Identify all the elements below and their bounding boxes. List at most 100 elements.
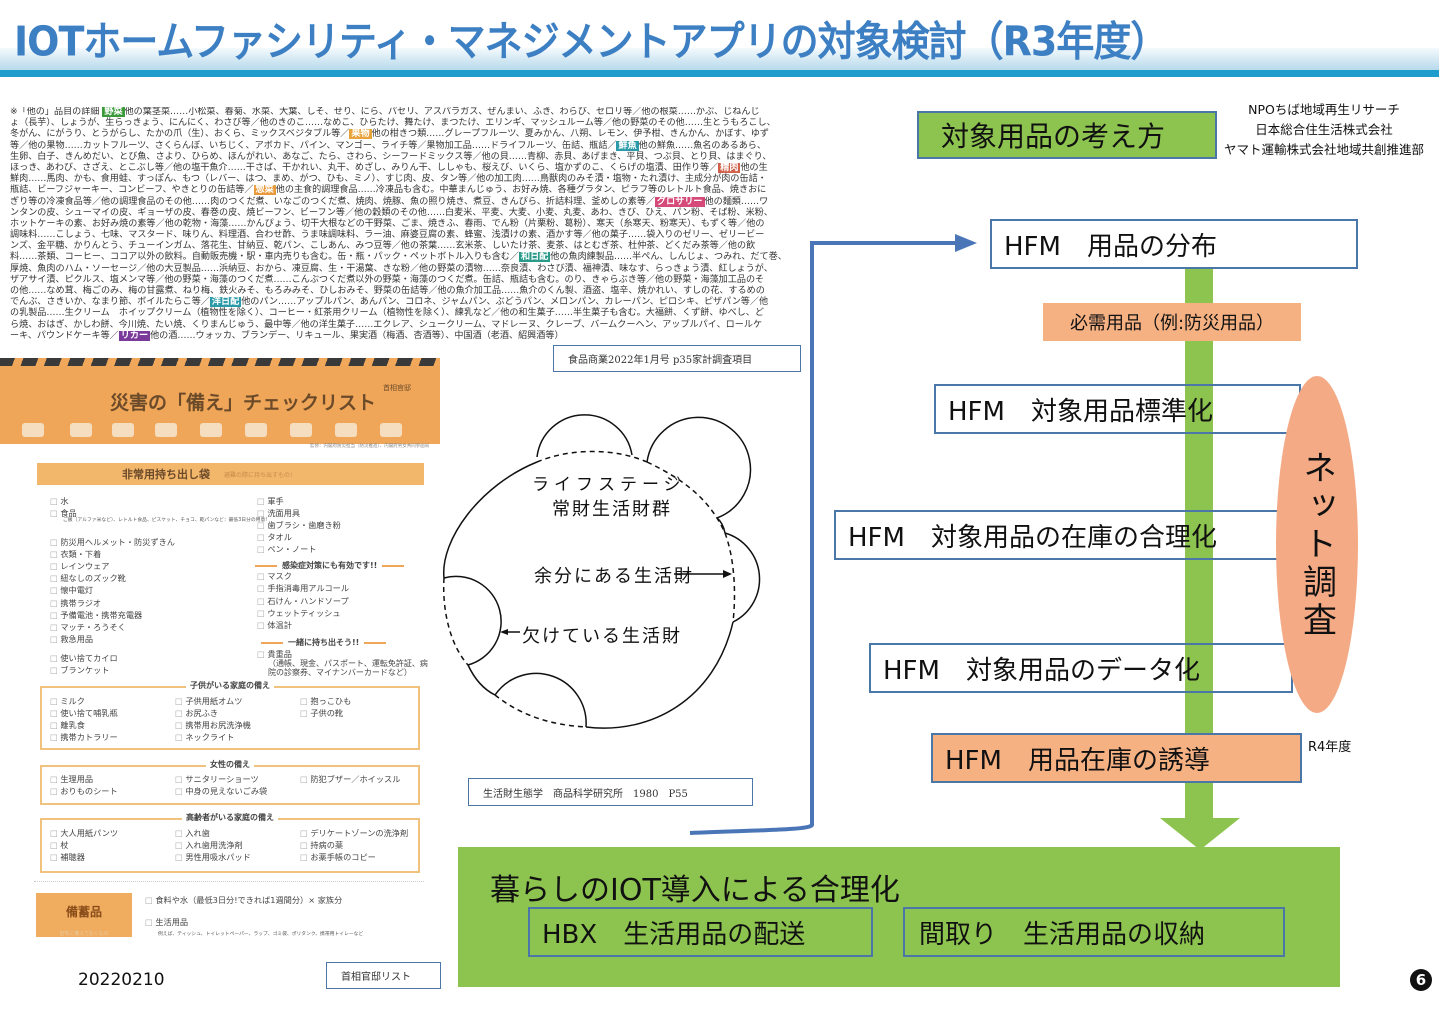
necessities-box: 必需用品（例:防災用品） xyxy=(1043,303,1301,341)
article-text: でんぶ、さきいか、なまり節、ボイルたらこ等／ xyxy=(10,297,210,308)
article-text: 生卵、白子、きんめだい、とび魚、さより、ひらめ、ほんがれい、あなご、たら、さわら… xyxy=(10,151,772,162)
checklist-item: 使い捨て哺乳瓶 xyxy=(50,708,117,718)
checklist-item: 防犯ブザー／ホイッスル xyxy=(300,774,400,784)
checklist-item: 手指消毒用アルコール xyxy=(257,583,349,593)
checklist-header: 災害の「備え」チェックリスト 首相官邸 xyxy=(0,366,440,444)
category-tag: 精肉 xyxy=(718,162,741,173)
article-text: の乳製品……生クリーム ホイップクリーム（植物性を除く）、コーヒー・紅茶用クリー… xyxy=(10,308,764,319)
org-name: 日本総合住生活株式会社 xyxy=(1255,122,1393,137)
emergency-bag-title: 非常用持ち出し袋 xyxy=(122,468,210,481)
item-illustration-icon xyxy=(155,423,177,437)
infection-heading: 感染症対策にも有効です!! xyxy=(250,560,409,571)
checklist-item: 入れ歯 xyxy=(175,828,210,838)
checklist-item: ミルク xyxy=(50,696,85,706)
category-tag: 和日配 xyxy=(518,252,551,263)
article-line: 厚焼、魚肉のハム・ソーセージ／他の大豆製品……浜納豆、おから、凍豆腐、生・干湯葉… xyxy=(10,264,838,275)
hbx-box: HBX 生活用品の配送 xyxy=(528,907,873,957)
checklist-item: ブランケット xyxy=(50,665,109,675)
checklist-item: 中身の見えないごみ袋 xyxy=(175,786,267,796)
category-tag: 惣菜 xyxy=(253,185,276,196)
checklist-item: 食品 xyxy=(50,508,76,518)
article-text: ※「他の」品目の詳細 xyxy=(10,107,103,117)
date: 20220210 xyxy=(78,970,165,990)
checklist-item: おりものシート xyxy=(50,786,117,796)
article-line: ら焼、おはぎ、かしわ餅、今川焼、たい焼、くりまんじゅう、最中等／他の洋生菓子……… xyxy=(10,320,838,331)
publisher-logo: 首相官邸 xyxy=(383,384,411,392)
article-text: 他の麺類……ワ xyxy=(704,196,769,207)
article-text: 他の魚肉練製品……半ぺん、しんじょ、つみれ、だて巻、 xyxy=(550,252,787,263)
checklist-item: 抱っこひも xyxy=(300,696,351,706)
bulge-right xyxy=(724,532,761,623)
checklist-item: 懐中電灯 xyxy=(50,585,93,595)
article-line: 生卵、白子、きんめだい、とび魚、さより、ひらめ、ほんがれい、あなご、たら、さわら… xyxy=(10,152,838,163)
article-line: ーキ、パウンドケーキ等／リカー他の酒……ウォッカ、ブランデー、リキュール、果実酒… xyxy=(10,330,838,342)
article-text: 他の生 xyxy=(740,162,768,173)
article-line: 瓶詰、ビーフジャーキー、コンビーフ、やきとりの缶詰等／惣菜他の主食的調理食品……… xyxy=(10,185,838,196)
checklist-source: 監修：内閣府防災担当（防災推進）、内閣府男女共同参画局 xyxy=(310,444,430,449)
article-line: でんぶ、さきいか、なまり節、ボイルたらこ等／洋日配他のパン……アップルパン、あん… xyxy=(10,297,838,308)
checklist-citation: 首相官邸リスト xyxy=(326,962,441,989)
children-title: 子供がいる家庭の備え xyxy=(186,680,274,691)
inventory-box: HFM 対象用品の在庫の合理化 xyxy=(834,510,1302,560)
category-tag: リカー xyxy=(118,330,151,341)
item-illustration-icon xyxy=(112,423,134,437)
checklist-item: 歯ブラシ・歯磨き粉 xyxy=(257,520,341,530)
article-text: 他の酒……ウォッカ、ブランデー、リキュール、果実酒（梅酒、杏酒等）、中国酒（老酒… xyxy=(150,330,564,341)
children-section: 子供がいる家庭の備え xyxy=(40,680,420,750)
checklist-item: 大人用紙パンツ xyxy=(50,828,118,838)
article-line: 等／他の果物……カットフルーツ、さくらんぼ、いちじく、アボカド、パイン、マンゴー… xyxy=(10,140,838,152)
checklist-item: 防災用ヘルメット・防災ずきん xyxy=(50,537,175,547)
notch-left xyxy=(443,575,502,666)
article-text: 他の主食的調理食品……冷凍品も含む。中華まんじゅう、お好み焼、各種グラタン、ピラ… xyxy=(275,185,767,196)
article-line: ザアサイ漬、ピクルス、塩メンマ等／他の野菜・海藻のつくだ煮……こんぶつくだ煮以外… xyxy=(10,275,838,286)
article-line: ぎり等の冷凍食品等／他の調理食品のその他……肉のつくだ煮、いなごのつくだ煮、焼肉… xyxy=(10,196,838,208)
checklist-item: 子供の靴 xyxy=(300,708,343,718)
checklist-item: 紐なしのズック靴 xyxy=(50,573,126,583)
checklist-item: 持病の薬 xyxy=(300,840,343,850)
bulge-top-right xyxy=(646,416,752,519)
emergency-bag-header: 非常用持ち出し袋 避難の際に持ち出すもの! xyxy=(37,463,424,485)
checklist-item: サニタリーショーツ xyxy=(175,774,258,784)
organizations: NPOちば地域再生リサーチ 日本総合住生活株式会社 ヤマト運輸株式会社地域共創推… xyxy=(1220,100,1428,160)
article-line: ※「他の」品目の詳細 野菜他の葉茎菜……小松菜、春菊、水菜、大葉、しそ、せり、に… xyxy=(10,107,838,118)
checklist-item: ペン・ノート xyxy=(257,544,316,554)
article-text: 他の葉茎菜……小松菜、春菊、水菜、大葉、しそ、せり、にら、パセリ、アスパラガス、… xyxy=(124,107,760,117)
article-text: 他の柑きつ類……グレープフルーツ、夏みかん、八朔、レモン、伊予柑、きんかん、かぼ… xyxy=(371,129,769,140)
article-text: 他の鮮魚……魚名のあるあら、 xyxy=(638,140,766,151)
checklist-item: 予備電池・携帯充電器 xyxy=(50,610,142,620)
article-text: 瓶詰、ビーフジャーキー、コンビーフ、やきとりの缶詰等／ xyxy=(10,185,254,196)
checklist-item: マスク xyxy=(257,571,292,581)
elderly-title: 高齢者がいる家庭の備え xyxy=(182,812,278,823)
article-line: ほっき、あわび、さざえ、とこぶし等／他の塩干魚介……干さば、干かれい、丸干、めざ… xyxy=(10,162,838,174)
diagram-surplus-label: 余分にある生活財 xyxy=(534,566,694,587)
checklist-item: 石けん・ハンドソープ xyxy=(257,596,348,606)
checklist-item: 補聴器 xyxy=(50,852,85,862)
checklist-item: 軍手 xyxy=(257,496,283,506)
checklist-item: お薬手帳のコピー xyxy=(300,852,376,862)
hazard-stripe xyxy=(0,358,440,366)
diagram-citation: 生活財生態学 商品科学研究所 1980 P55 xyxy=(468,778,753,806)
net-survey-ellipse: ネット調査 xyxy=(1276,376,1358,713)
checklist-item: 食料や水（最低3日分!できれば1週間分）× 家族分 xyxy=(145,895,342,905)
article-line: ンズ、金平糖、かりんとう、チューインガム、落花生、甘納豆、乾パン、こしあん、みつ… xyxy=(10,241,838,252)
checklist-item: デリケートゾーンの洗浄剤 xyxy=(300,828,408,838)
item-illustration-icon xyxy=(245,423,267,437)
notch-bottom xyxy=(494,672,587,728)
iot-title: 暮らしのIOT導入による合理化 xyxy=(490,873,900,908)
article-text: 鮮肉……馬肉、かも、食用蛙、すっぽん、もつ（レバー、はつ、まめ、がつ、ひも、ミノ… xyxy=(10,174,767,185)
food-note: ご飯（アルファ米など）、レトルト食品、ビスケット、チョコ、乾パンなど：最低3日分… xyxy=(63,518,268,523)
category-tag: 果物 xyxy=(349,129,372,140)
category-tag: 鮮魚 xyxy=(616,140,639,151)
datafy-box: HFM 対象用品のデータ化 xyxy=(869,643,1293,693)
article-line: ンタンの皮、シューマイの皮、ギョーザの皮、春巻の皮、焼ビーフン、ビーフン等／他の… xyxy=(10,208,838,219)
checklist-item: ウェットティッシュ xyxy=(257,608,340,618)
checklist-item: レインウェア xyxy=(50,561,109,571)
together-heading: 一緒に持ち出そう!! xyxy=(256,637,391,648)
article-line: 鮮肉……馬肉、かも、食用蛙、すっぽん、もつ（レバー、はつ、まめ、がつ、ひも、ミノ… xyxy=(10,174,838,185)
stockpile-note: 例えば、ティッシュ、トイレットペーパー、ラップ、ゴミ袋、ポリタンク、携帯用トイレ… xyxy=(158,932,364,937)
valuables-note: （通帳、現金、パスポート、運転免許証、病院の診察券、マイナンバーカードなど） xyxy=(268,659,428,677)
page-title: IOTホームファシリティ・マネジメントアプリの対象検討（R3年度） xyxy=(14,17,1168,66)
article-text: ら焼、おはぎ、かしわ餅、今川焼、たい焼、くりまんじゅう、最中等／他の洋生菓子……… xyxy=(10,319,763,330)
org-name: ヤマト運輸株式会社地域共創推進部 xyxy=(1223,142,1424,157)
divider xyxy=(34,881,424,882)
